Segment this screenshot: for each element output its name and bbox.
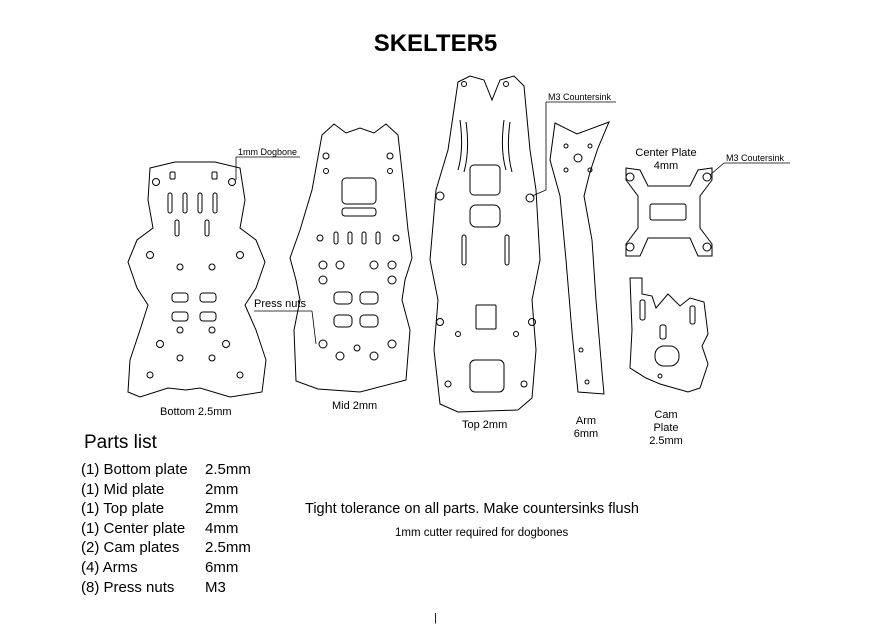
arm-part: [549, 121, 610, 395]
tolerance-note: Tight tolerance on all parts. Make count…: [305, 501, 639, 517]
countersink-callout: M3 Countersink: [548, 92, 612, 102]
parts-list-item: (1) Bottom plate 2.5mm: [81, 460, 251, 480]
part-name: (1) Bottom plate: [81, 461, 188, 478]
parts-list-heading: Parts list: [84, 432, 157, 453]
parts-list-item: (1) Mid plate 2mm: [81, 480, 251, 500]
cam-plate-label-line3: 2.5mm: [649, 435, 683, 447]
part-spec: 2.5mm: [205, 539, 251, 557]
parts-list-item: (1) Top plate 2mm: [81, 499, 251, 519]
center-plate: [625, 167, 713, 257]
press-nuts-callout: Press nuts: [254, 298, 306, 310]
parts-list-item: (2) Cam plates 2.5mm: [81, 538, 251, 558]
part-spec: 4mm: [205, 519, 239, 537]
part-name: (1) Center plate: [81, 519, 186, 537]
top-plate-label: Top 2mm: [462, 419, 508, 431]
parts-list-item: (8) Press nuts M3: [81, 578, 251, 598]
part-name: (4) Arms: [81, 558, 138, 576]
part-spec: 2.5mm: [205, 461, 251, 478]
center-plate-label: Center Plate 4mm: [628, 147, 704, 173]
cam-plate-label: Cam Plate 2.5mm: [641, 409, 691, 448]
part-spec: M3: [205, 578, 226, 596]
parts-list: (1) Bottom plate 2.5mm (1) Mid plate 2mm (…: [81, 460, 251, 597]
part-spec: 2mm: [205, 480, 239, 498]
part-name: (1) Top plate: [81, 500, 165, 518]
dogbone-callout: 1mm Dogbone: [238, 147, 298, 157]
cutter-note: 1mm cutter required for dogbones: [395, 527, 569, 539]
arm-label-line1: Arm: [575, 415, 597, 427]
center-plate-label-line1: Center Plate: [635, 147, 697, 159]
center-countersink-callout: M3 Coutersink: [726, 153, 785, 163]
mid-plate: [289, 123, 413, 393]
drawing-title: SKELTER5: [373, 30, 498, 57]
cam-plate-label-line1: Cam: [654, 409, 678, 421]
bottom-plate: [127, 161, 267, 398]
bottom-plate-label: Bottom 2.5mm: [160, 406, 232, 418]
center-countersink-leader: [709, 162, 790, 176]
cam-plate-label-line2: Plate: [653, 422, 679, 434]
part-spec: 6mm: [205, 558, 239, 576]
part-name: (1) Mid plate: [81, 480, 165, 498]
part-name: (2) Cam plates: [81, 539, 180, 557]
arm-label-line2: 6mm: [573, 428, 599, 440]
top-plate: [429, 75, 541, 413]
dogbone-leader: [235, 156, 300, 180]
cam-plate: [629, 277, 709, 393]
part-spec: 2mm: [205, 500, 239, 518]
parts-list-item: (4) Arms 6mm: [81, 558, 251, 578]
countersink-leader: [531, 101, 616, 197]
arm-label: Arm 6mm: [566, 415, 606, 441]
page-marker: |: [434, 612, 437, 624]
press-nuts-leader: [254, 310, 317, 345]
part-name: (8) Press nuts: [81, 578, 175, 596]
parts-list-item: (1) Center plate 4mm: [81, 519, 251, 539]
center-plate-label-line2: 4mm: [653, 160, 679, 172]
mid-plate-label: Mid 2mm: [332, 400, 378, 412]
